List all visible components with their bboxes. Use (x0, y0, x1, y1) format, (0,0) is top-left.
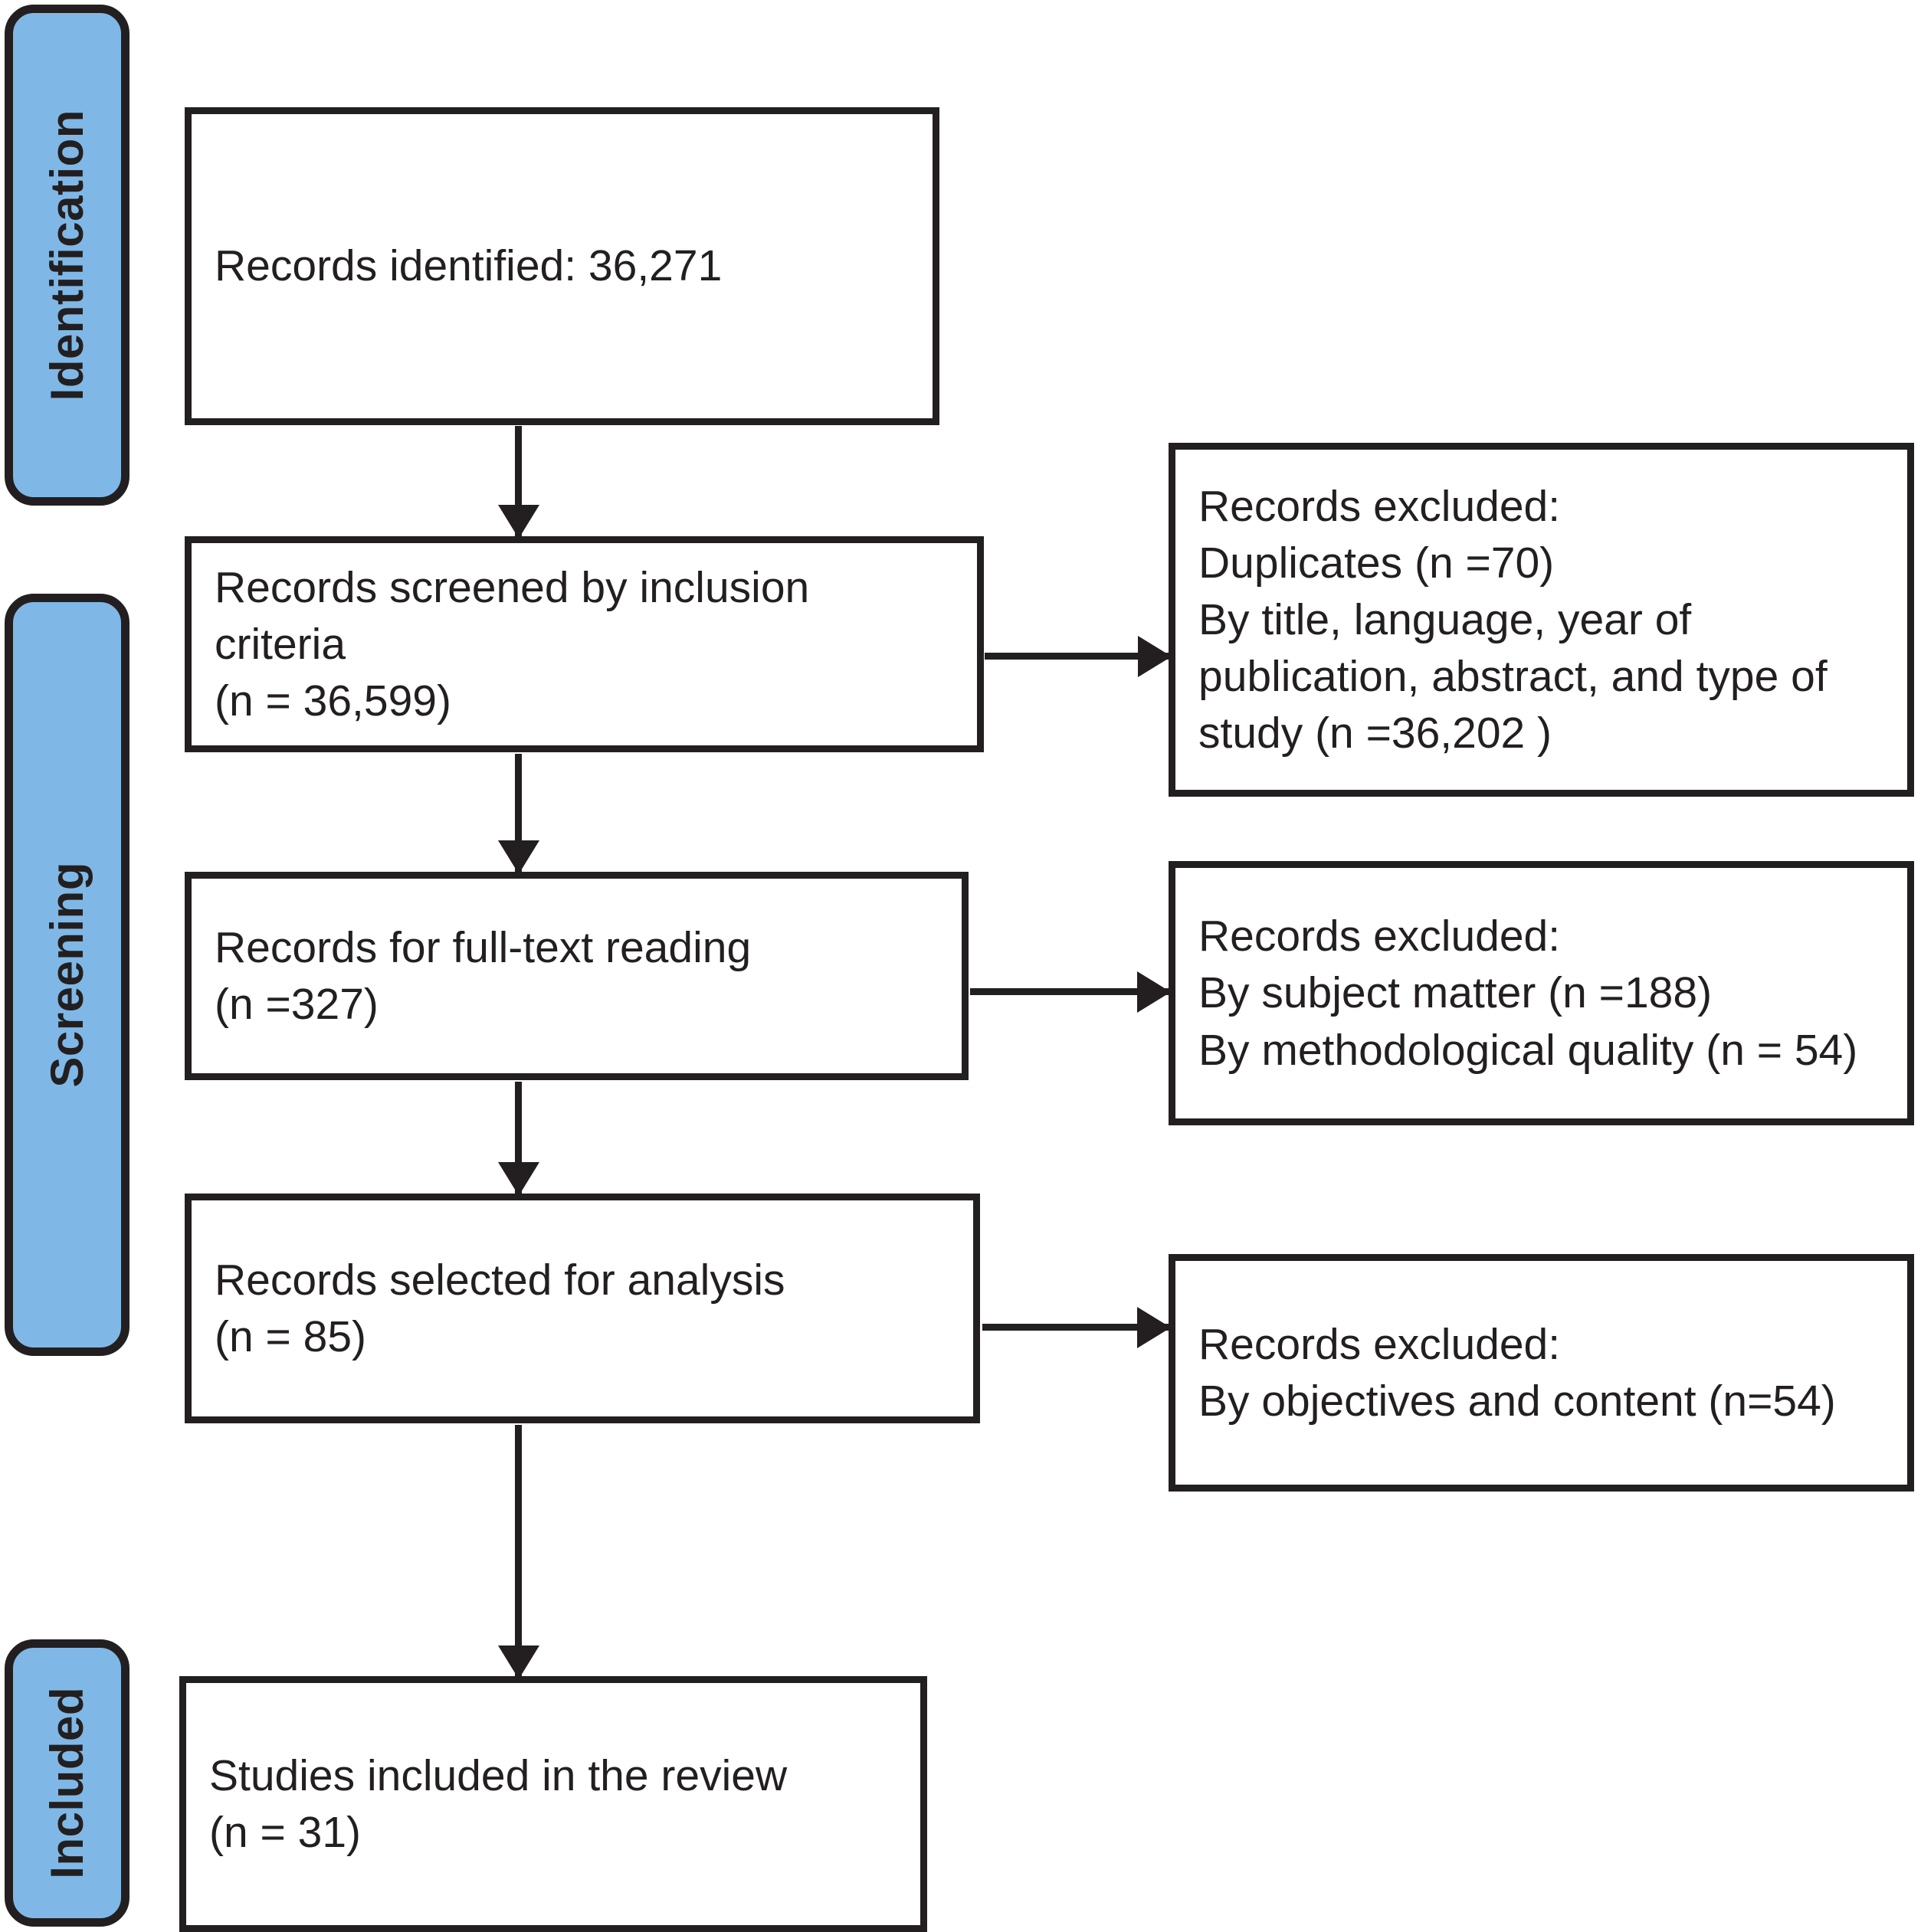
arrow-right-screened-to-excluded (985, 653, 1170, 660)
arrow-down-identified-to-screened (515, 426, 522, 537)
stage-label-included: Included (41, 1687, 93, 1879)
arrow-down-selected-to-included (515, 1425, 522, 1678)
exclusion-box-text-screening: Records excluded: Duplicates (n =70) By … (1198, 481, 1828, 758)
flow-box-text-records-identified: Records identified: 36,271 (215, 241, 723, 291)
flow-box-studies-included: Studies included in the review (n = 31) (179, 1676, 927, 1932)
arrow-right-selected-to-excluded (982, 1324, 1169, 1331)
stage-pill-included: Included (5, 1639, 129, 1927)
stage-pill-identification: Identification (5, 5, 129, 506)
flow-box-text-records-selected: Records selected for analysis (n = 85) (215, 1255, 785, 1361)
flow-box-records-fulltext: Records for full-text reading (n =327) (185, 872, 969, 1080)
exclusion-box-fulltext: Records excluded: By subject matter (n =… (1169, 861, 1914, 1125)
flow-box-records-selected: Records selected for analysis (n = 85) (185, 1194, 980, 1423)
stage-pill-screening: Screening (5, 594, 129, 1356)
exclusion-box-text-analysis: Records excluded: By objectives and cont… (1198, 1319, 1836, 1426)
flow-box-text-records-screened: Records screened by inclusion criteria (… (215, 562, 810, 726)
stage-label-screening: Screening (41, 862, 93, 1088)
exclusion-box-screening: Records excluded: Duplicates (n =70) By … (1169, 443, 1914, 797)
exclusion-box-analysis: Records excluded: By objectives and cont… (1169, 1254, 1914, 1492)
flow-box-text-studies-included: Studies included in the review (n = 31) (209, 1750, 788, 1857)
arrow-right-fulltext-to-excluded (970, 988, 1169, 995)
exclusion-box-text-fulltext: Records excluded: By subject matter (n =… (1198, 912, 1858, 1075)
flow-box-text-records-fulltext: Records for full-text reading (n =327) (215, 922, 752, 1029)
arrow-down-fulltext-to-selected (515, 1082, 522, 1194)
arrow-down-screened-to-fulltext (515, 754, 522, 873)
flow-box-records-screened: Records screened by inclusion criteria (… (185, 536, 984, 752)
flow-box-records-identified: Records identified: 36,271 (185, 107, 939, 425)
stage-label-identification: Identification (41, 109, 93, 401)
